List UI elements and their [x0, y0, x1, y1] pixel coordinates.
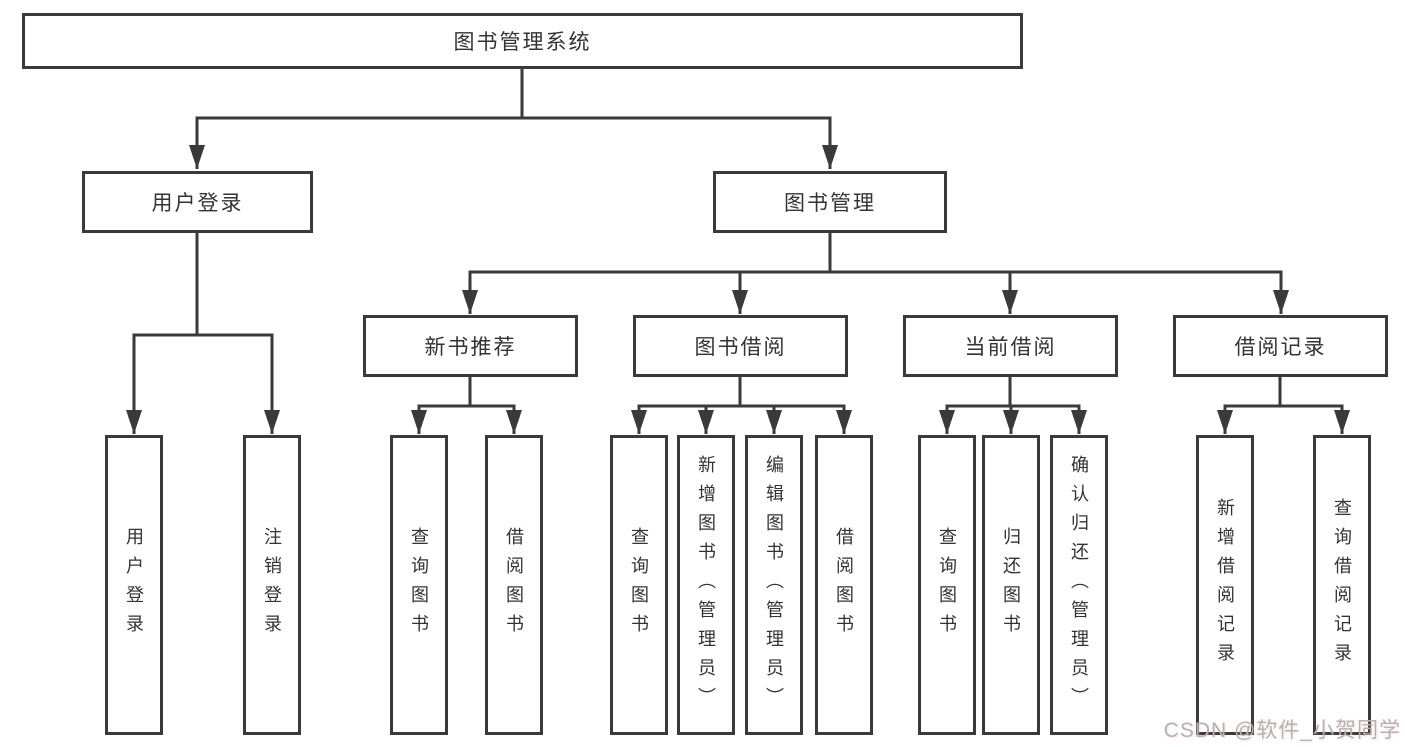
node-book-management: 图书管理 — [713, 171, 947, 233]
leaf-label: 查询图书 — [409, 527, 429, 643]
node-root: 图书管理系统 — [22, 13, 1023, 69]
leaf-label: 编辑图书（管理员） — [764, 454, 784, 716]
leaf-logout: 注销登录 — [243, 435, 301, 735]
leaf-label: 归还图书 — [1001, 527, 1021, 643]
leaf-query-borrow-record: 查询借阅记录 — [1313, 435, 1371, 735]
leaf-label: 借阅图书 — [834, 527, 854, 643]
leaf-return-books: 归还图书 — [982, 435, 1040, 735]
watermark: CSDN @软件_小贺同学 — [1163, 719, 1401, 742]
node-label: 当前借阅 — [964, 336, 1057, 359]
leaf-label: 查询借阅记录 — [1332, 498, 1352, 672]
leaf-borrow-books-recommend: 借阅图书 — [485, 435, 543, 735]
leaf-query-books-current: 查询图书 — [918, 435, 976, 735]
node-label: 新书推荐 — [424, 336, 517, 359]
node-label: 借阅记录 — [1234, 336, 1327, 359]
node-current-borrow: 当前借阅 — [903, 315, 1118, 377]
leaf-label: 新增图书（管理员） — [696, 454, 716, 716]
node-root-label: 图书管理系统 — [453, 31, 592, 54]
leaf-label: 查询图书 — [937, 527, 957, 643]
leaf-label: 用户登录 — [124, 527, 144, 643]
leaf-label: 确认归还（管理员） — [1069, 454, 1089, 716]
node-label: 用户登录 — [151, 192, 244, 215]
node-user-login: 用户登录 — [82, 171, 313, 233]
leaf-label: 查询图书 — [629, 527, 649, 643]
leaf-query-books-recommend: 查询图书 — [390, 435, 448, 735]
node-label: 图书管理 — [784, 192, 876, 215]
leaf-label: 新增借阅记录 — [1215, 498, 1235, 672]
node-label: 图书借阅 — [694, 336, 787, 359]
leaf-add-book-admin: 新增图书（管理员） — [677, 435, 735, 735]
leaf-user-login: 用户登录 — [105, 435, 163, 735]
leaf-confirm-return-admin: 确认归还（管理员） — [1050, 435, 1108, 735]
leaf-add-borrow-record: 新增借阅记录 — [1196, 435, 1254, 735]
leaf-label: 注销登录 — [262, 527, 282, 643]
node-book-borrow: 图书借阅 — [633, 315, 848, 377]
node-new-book-recommend: 新书推荐 — [363, 315, 578, 377]
node-borrow-records: 借阅记录 — [1173, 315, 1388, 377]
leaf-label: 借阅图书 — [504, 527, 524, 643]
leaf-borrow-books: 借阅图书 — [815, 435, 873, 735]
leaf-query-books-borrow: 查询图书 — [610, 435, 668, 735]
leaf-edit-book-admin: 编辑图书（管理员） — [745, 435, 803, 735]
